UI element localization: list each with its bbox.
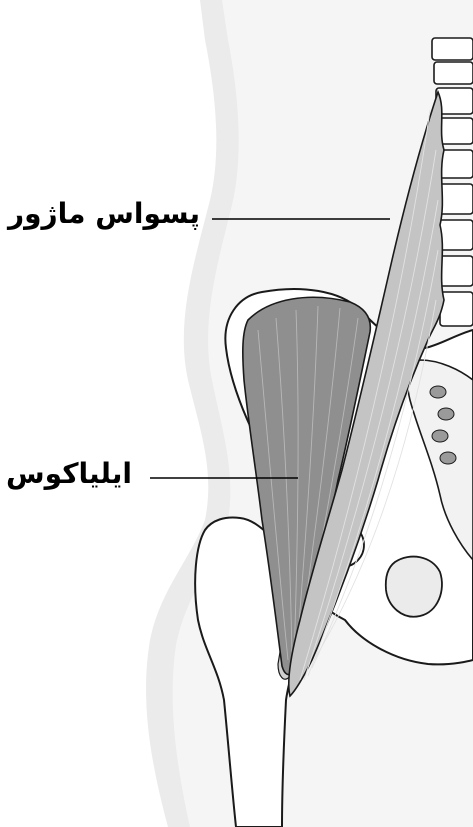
- vertebra: [438, 184, 473, 214]
- vertebra: [434, 62, 473, 84]
- obturator-foramen: [386, 557, 442, 617]
- label-iliacus: ایلیاکوس: [6, 460, 132, 488]
- vertebra: [432, 38, 473, 60]
- vertebra: [438, 256, 473, 286]
- vertebra: [440, 292, 473, 326]
- vertebra: [438, 220, 473, 250]
- label-psoas-major: پسواس ماژور: [8, 200, 200, 228]
